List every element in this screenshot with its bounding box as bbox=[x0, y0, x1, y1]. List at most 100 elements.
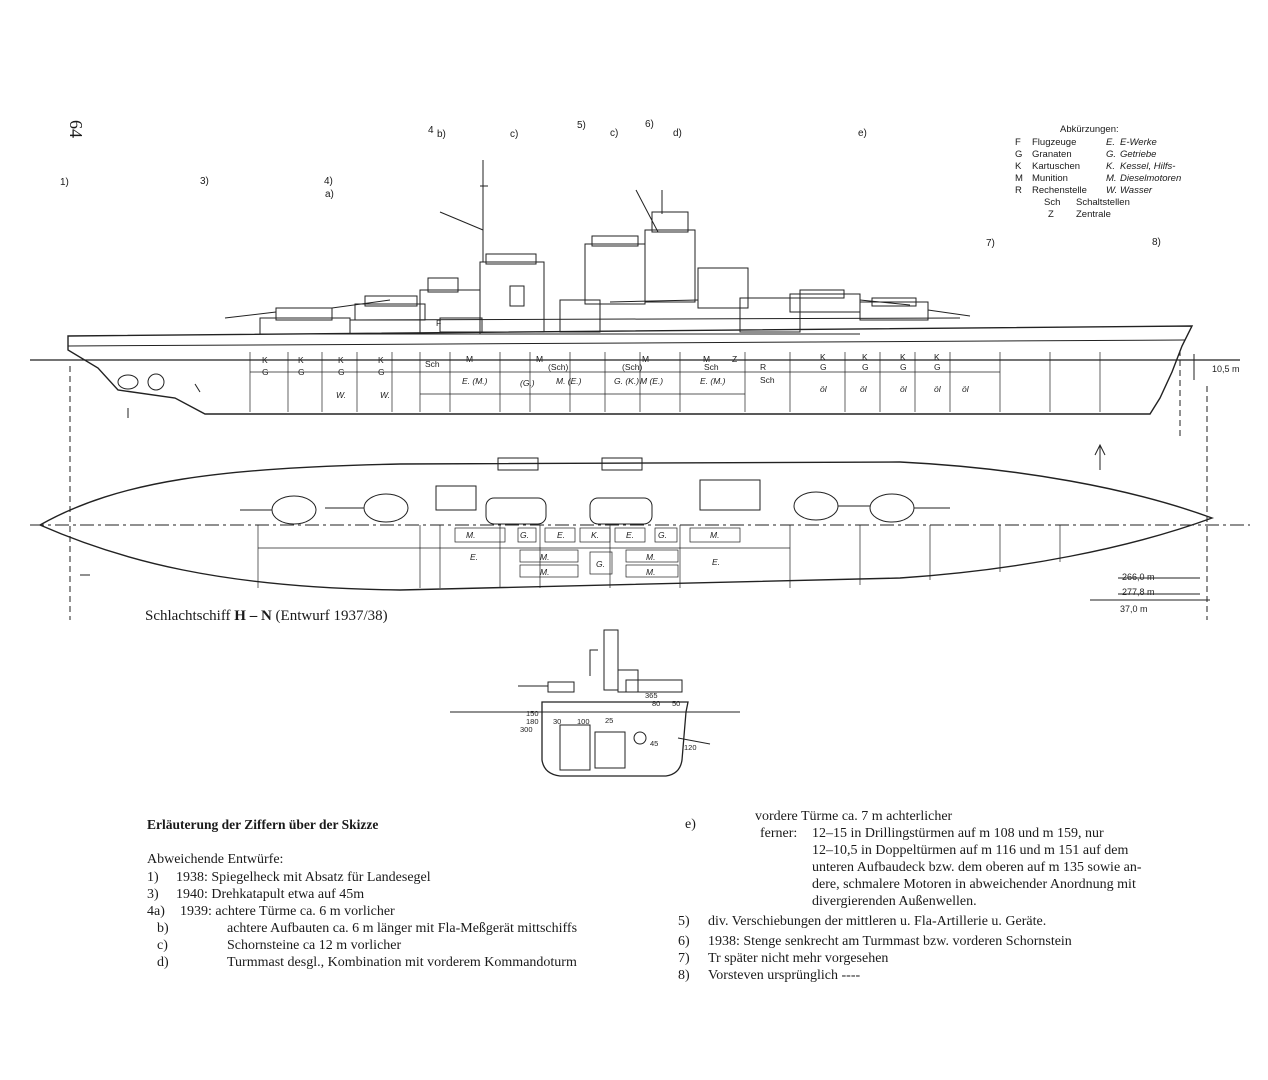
dim-277: 277,8 m bbox=[1122, 587, 1155, 597]
abbr-value: Wasser bbox=[1120, 185, 1153, 196]
label-m-e2: M (E.) bbox=[640, 376, 663, 386]
label-g: G bbox=[378, 367, 385, 377]
label-g: G bbox=[862, 362, 869, 372]
abbr-value: Rechenstelle bbox=[1032, 185, 1087, 196]
legend-text: Schornsteine ca 12 m vorlicher bbox=[227, 938, 402, 953]
label-k: K bbox=[934, 352, 940, 362]
marker-4a: a) bbox=[325, 189, 334, 200]
label-m: M bbox=[466, 354, 473, 364]
label-sch-paren: (Sch) bbox=[548, 362, 568, 372]
label-m: M. bbox=[646, 552, 655, 562]
marker-7: 7) bbox=[986, 238, 995, 249]
label-k: K bbox=[378, 355, 384, 365]
section-num: 150 bbox=[526, 709, 539, 718]
legend-text: 12–15 in Drillingstürmen auf m 108 und m… bbox=[812, 826, 1104, 841]
profile-labels: K K K K G G G G Sch M M M M Z R Sch Sch … bbox=[262, 318, 970, 400]
label-e: E. bbox=[712, 557, 720, 567]
legend-text: div. Verschiebungen der mittleren u. Fla… bbox=[708, 914, 1047, 929]
gun-barrels bbox=[224, 299, 971, 319]
section-num: 80 bbox=[652, 699, 660, 708]
label-oil: öl bbox=[820, 384, 828, 394]
label-m: M bbox=[642, 354, 649, 364]
label-e-m: E. (M.) bbox=[462, 376, 488, 386]
caption-prefix: Schlachtschiff bbox=[145, 608, 235, 624]
legend-text: dere, schmalere Motoren in abweichender … bbox=[812, 877, 1136, 892]
section-hull bbox=[541, 701, 689, 777]
label-w: W. bbox=[380, 390, 390, 400]
label-sch: Sch bbox=[704, 362, 719, 372]
legend-text: 12–10,5 in Doppeltürmen auf m 116 und m … bbox=[812, 843, 1129, 858]
legend-num: e) bbox=[685, 817, 696, 832]
label-g: G bbox=[262, 367, 269, 377]
label-sch: Sch bbox=[425, 359, 440, 369]
label-e-m2: E. (M.) bbox=[700, 376, 726, 386]
section-num: 300 bbox=[520, 725, 533, 734]
abbr-key: M. bbox=[1106, 173, 1117, 184]
legend-text: 1938: Stenge senkrecht am Turmmast bzw. … bbox=[708, 934, 1072, 949]
legend-num: d) bbox=[157, 955, 169, 970]
marker-5: 5) bbox=[577, 120, 586, 131]
legend-num: 8) bbox=[678, 968, 690, 983]
abbr-value: Kessel, Hilfs- bbox=[1120, 161, 1176, 172]
label-g-k: G. (K.) bbox=[614, 376, 639, 386]
plan-labels: M. G. E. K. E. G. M. E. M. M. G. M. M. E… bbox=[466, 530, 720, 577]
legend-num: 1) bbox=[147, 870, 159, 885]
abbr-key: K. bbox=[1106, 161, 1115, 172]
abbr-value: Schaltstellen bbox=[1076, 197, 1130, 208]
label-k: K bbox=[820, 352, 826, 362]
abbr-key: Sch bbox=[1044, 197, 1061, 208]
abbr-key: G bbox=[1015, 149, 1023, 160]
abbr-value: Zentrale bbox=[1076, 209, 1111, 220]
section-labels: 365 80 50 150 180 300 30 100 25 45 120 bbox=[520, 691, 697, 752]
label-k: K bbox=[862, 352, 868, 362]
legend-text: Tr später nicht mehr vorgesehen bbox=[708, 951, 889, 966]
legend-text: 1940: Drehkatapult etwa auf 45m bbox=[176, 887, 365, 902]
marker-4: 4) bbox=[324, 176, 333, 187]
label-m: M. bbox=[466, 530, 475, 540]
legend-text: Vorsteven ursprünglich ---- bbox=[708, 968, 861, 983]
legend-text: Turmmast desgl., Kombination mit vordere… bbox=[227, 955, 577, 970]
abbr-key: G. bbox=[1106, 149, 1117, 160]
marker-6: 6) bbox=[645, 119, 654, 130]
legend-heading: Erläuterung der Ziffern über der Skizze bbox=[147, 817, 379, 832]
caption-suffix: (Entwurf 1937/38) bbox=[271, 608, 388, 624]
legend-num: 4a) bbox=[147, 904, 165, 919]
abbr-key: F bbox=[1015, 137, 1021, 148]
label-f: F bbox=[436, 318, 441, 328]
label-w: W. bbox=[336, 390, 346, 400]
abbr-value: Munition bbox=[1032, 173, 1068, 184]
legend-num: 6) bbox=[678, 934, 690, 949]
stern-details bbox=[117, 373, 201, 418]
superstructure bbox=[259, 211, 961, 335]
abbr-key: E. bbox=[1106, 137, 1115, 148]
label-g: G bbox=[900, 362, 907, 372]
abbreviations-title: Abkürzungen: bbox=[1060, 124, 1119, 135]
marker-3: 3) bbox=[200, 176, 209, 187]
section-num: 120 bbox=[684, 743, 697, 752]
label-g: G bbox=[934, 362, 941, 372]
label-m: M bbox=[703, 354, 710, 364]
label-oil: öl bbox=[962, 384, 970, 394]
label-e: E. bbox=[557, 530, 565, 540]
label-sch-paren: (Sch) bbox=[622, 362, 642, 372]
section-num: 45 bbox=[650, 739, 658, 748]
label-e: E. bbox=[626, 530, 634, 540]
marker-c2: c) bbox=[610, 128, 619, 139]
section-num: 365 bbox=[645, 691, 658, 700]
legend-text: unteren Aufbaudeck bzw. dem oberen auf m… bbox=[812, 860, 1142, 875]
section-num: 30 bbox=[553, 717, 561, 726]
legend-ferner: ferner: bbox=[760, 826, 798, 841]
label-k: K bbox=[900, 352, 906, 362]
marker-4b: b) bbox=[437, 129, 446, 140]
masts bbox=[439, 160, 699, 303]
label-k: K bbox=[338, 355, 344, 365]
abbr-value: Granaten bbox=[1032, 149, 1072, 160]
legend-text: 1939: achtere Türme ca. 6 m vorlicher bbox=[180, 904, 395, 919]
legend-num: b) bbox=[157, 921, 169, 936]
label-m: M. bbox=[540, 552, 549, 562]
label-m: M. bbox=[540, 567, 549, 577]
label-sch: Sch bbox=[760, 375, 775, 385]
label-e: E. bbox=[470, 552, 478, 562]
marker-d: d) bbox=[673, 128, 682, 139]
abbr-key: M bbox=[1015, 173, 1023, 184]
